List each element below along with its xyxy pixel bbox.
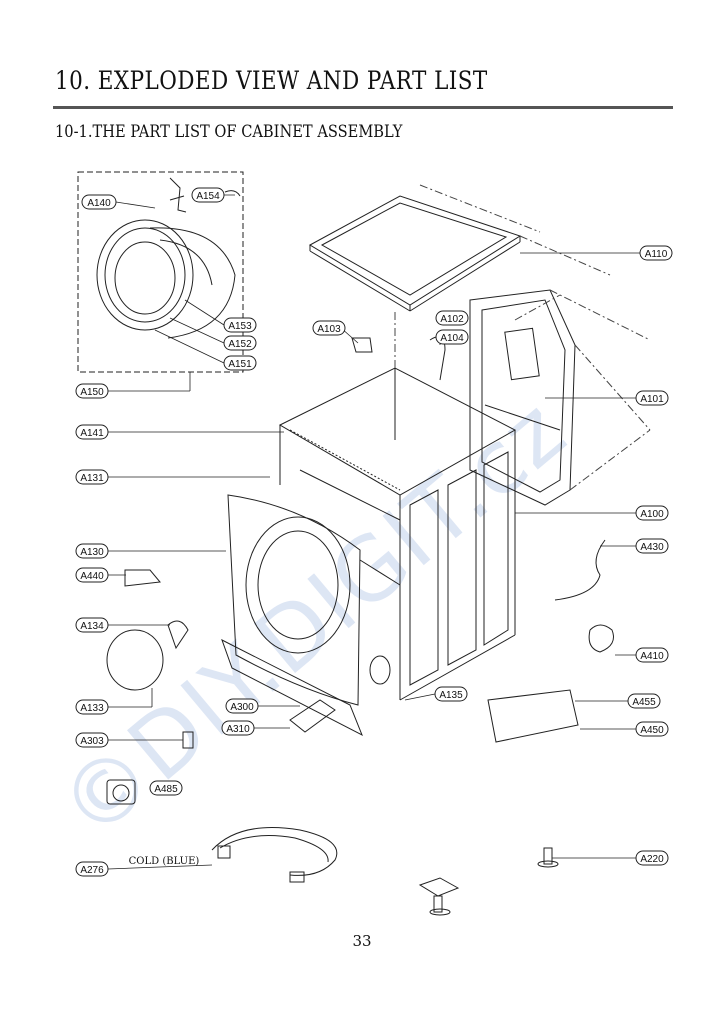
- callout-a154: A154: [196, 191, 220, 202]
- foot-plate-drawing: [418, 877, 460, 897]
- callout-a104: A104: [440, 333, 464, 344]
- pcb-drawing: [487, 689, 579, 743]
- lock-switch-drawing: [124, 569, 161, 587]
- gasket-ring-drawing: [106, 629, 164, 691]
- leg-drawing: [182, 731, 194, 749]
- callout-a130: A130: [80, 547, 104, 558]
- top-panel-drawing: [308, 195, 522, 312]
- section-title: 10-1.THE PART LIST OF CABINET ASSEMBLY: [55, 122, 403, 142]
- callout-a450: A450: [640, 725, 664, 736]
- callout-a134: A134: [80, 621, 104, 632]
- title-rule: [53, 106, 673, 109]
- heater-drawing: [588, 624, 614, 653]
- callout-a133: A133: [80, 703, 104, 714]
- callout-a455: A455: [632, 697, 656, 708]
- callout-a276: A276: [80, 865, 104, 876]
- page-number: 33: [352, 932, 372, 950]
- power-cord-drawing: [554, 539, 606, 601]
- page-title: 10. EXPLODED VIEW AND PART LIST: [55, 66, 488, 95]
- hose-note: COLD (BLUE): [129, 856, 200, 867]
- callout-a310: A310: [226, 724, 250, 735]
- hinge-drawing: [167, 620, 189, 650]
- callout-a152: A152: [228, 339, 252, 350]
- callout-a300: A300: [230, 702, 254, 713]
- callout-a135: A135: [439, 690, 463, 701]
- callout-a410: A410: [640, 651, 664, 662]
- callout-a303: A303: [80, 736, 104, 747]
- callout-a100: A100: [640, 509, 664, 520]
- pump-drawing: [106, 779, 136, 805]
- callout-a430: A430: [640, 542, 664, 553]
- callout-a485: A485: [154, 784, 178, 795]
- callout-a110: A110: [645, 249, 668, 260]
- callout-a150: A150: [80, 387, 104, 398]
- door-assembly-box: [77, 171, 244, 373]
- callout-a102: A102: [440, 314, 464, 325]
- callout-a440: A440: [80, 571, 104, 582]
- callout-a153: A153: [228, 321, 252, 332]
- adjustable-foot-drawing: [543, 847, 553, 865]
- door-drawing: [96, 177, 241, 339]
- clip-drawing: [351, 337, 373, 353]
- cabinet-drawing: [278, 367, 517, 701]
- callout-a220: A220: [640, 854, 664, 865]
- callout-a131: A131: [80, 473, 104, 484]
- front-frame-drawing: [221, 494, 363, 737]
- callout-a103: A103: [317, 324, 341, 335]
- callout-a101: A101: [640, 394, 664, 405]
- rear-panel-drawing: [469, 289, 576, 506]
- drawer-drawing: [289, 699, 336, 733]
- inlet-hose-drawing: [211, 827, 338, 876]
- callout-a141: A141: [80, 428, 104, 439]
- callout-a151: A151: [228, 359, 252, 370]
- callout-a140: A140: [87, 198, 111, 209]
